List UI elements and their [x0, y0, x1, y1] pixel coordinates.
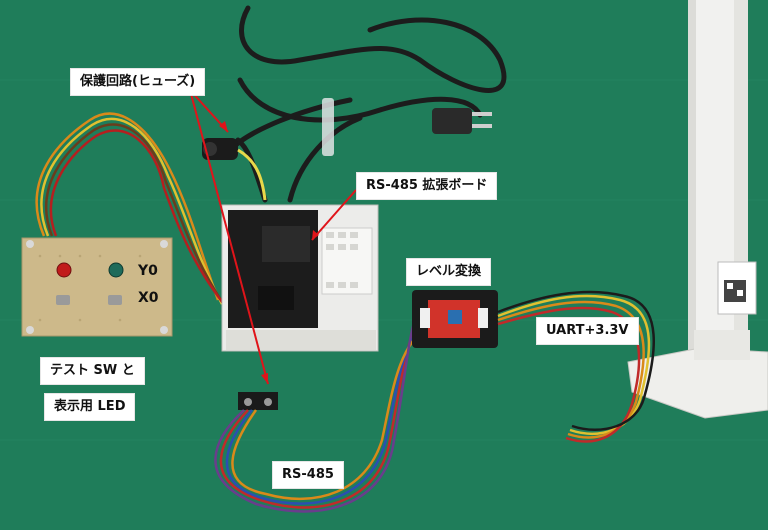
switch-wires: [35, 112, 231, 313]
label-rs485: RS-485: [272, 461, 344, 489]
label-fuse: 保護回路(ヒューズ): [70, 68, 206, 96]
label-test-sw-line1: テスト SW と: [40, 357, 145, 385]
power-plug: [432, 108, 492, 134]
rs485-connector: [238, 392, 278, 410]
switch-pcb: [21, 237, 173, 337]
level-converter: [412, 290, 498, 348]
rs485-cable: [214, 315, 429, 513]
label-rs485-board: RS-485 拡張ボード: [356, 172, 498, 200]
label-test-sw-line2: 表示用 LED: [44, 393, 136, 421]
pcb-label-y0: Y0: [138, 263, 158, 279]
fuse-holder: [202, 138, 267, 201]
stand-pole: [627, 0, 768, 419]
label-level-shift: レベル変換: [406, 258, 492, 286]
label-uart: UART+3.3V: [536, 317, 639, 345]
cable-tie: [322, 98, 334, 156]
arrow-fuse-2: [189, 89, 269, 385]
plc-unit: [221, 204, 379, 352]
pcb-label-x0: X0: [138, 290, 159, 306]
arrow-heads: [219, 121, 319, 384]
arrow-rs485-board: [311, 189, 357, 241]
